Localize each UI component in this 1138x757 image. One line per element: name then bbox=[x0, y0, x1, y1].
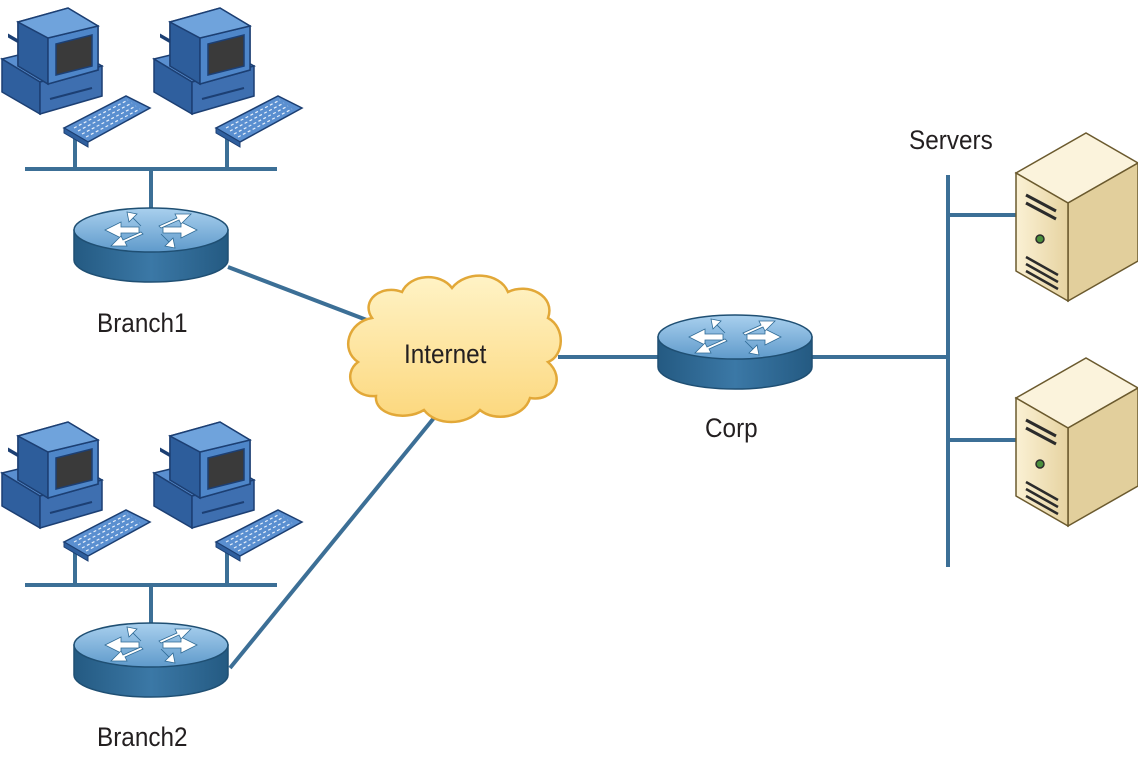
server-icon bbox=[1014, 356, 1138, 528]
branch1-label: Branch1 bbox=[97, 308, 188, 338]
server-icon bbox=[1014, 131, 1138, 303]
router-icon bbox=[73, 622, 229, 698]
corp-router bbox=[657, 314, 813, 390]
branch2-computer-2 bbox=[153, 421, 303, 562]
branch2-computer-1 bbox=[1, 421, 151, 562]
computer-icon bbox=[1, 7, 151, 148]
server-1 bbox=[1014, 131, 1138, 303]
link-branch1-internet bbox=[227, 265, 373, 324]
branch2-router bbox=[73, 622, 229, 698]
branch1-computer-2 bbox=[153, 7, 303, 148]
computer-icon bbox=[153, 7, 303, 148]
branch1-computer-1 bbox=[1, 7, 151, 148]
servers-label: Servers bbox=[909, 125, 993, 155]
router-icon bbox=[73, 207, 229, 283]
internet-label: Internet bbox=[404, 339, 487, 369]
computer-icon bbox=[153, 421, 303, 562]
server-2 bbox=[1014, 356, 1138, 528]
branch2-label: Branch2 bbox=[97, 722, 188, 752]
branch1-router bbox=[73, 207, 229, 283]
router-icon bbox=[657, 314, 813, 390]
cloud-icon bbox=[347, 274, 562, 424]
link-branch2-internet bbox=[228, 411, 440, 670]
computer-icon bbox=[1, 421, 151, 562]
corp-label: Corp bbox=[705, 413, 758, 443]
